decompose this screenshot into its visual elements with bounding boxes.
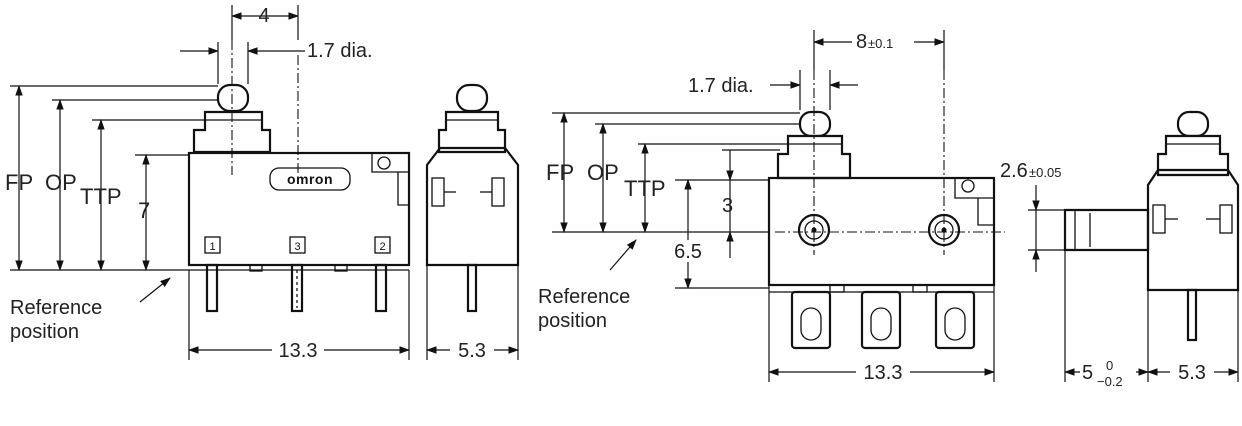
omron-brand-text: omron (287, 171, 333, 187)
right-front-view (767, 70, 1005, 350)
left-side-view: 5.3 (425, 83, 520, 362)
dim-3-label: 3 (722, 195, 733, 217)
right-dim-dia-label: 1.7 dia. (688, 75, 754, 97)
pin-3-label: 3 (294, 241, 300, 253)
reference-label-line1: Reference (10, 297, 102, 319)
fp-label: FP (5, 170, 33, 195)
left-front-view: omron 1 3 2 (187, 40, 411, 313)
dim-5-tol-up: 0 (1106, 358, 1113, 373)
right-op-label: OP (587, 160, 619, 185)
dim-5-tol-down: −0.2 (1097, 374, 1123, 389)
pin-1-label: 1 (209, 241, 215, 253)
right-fp-label: FP (546, 160, 574, 185)
pin-2-label: 2 (379, 241, 385, 253)
op-label: OP (45, 170, 77, 195)
dim-4-label: 4 (258, 5, 269, 27)
dim-7-label: 7 (138, 198, 150, 223)
dim-8-label: 8 (856, 31, 867, 53)
dim-2-6-label: 2.6 (1000, 160, 1028, 182)
right-reference-line1: Reference (538, 286, 630, 308)
ttp-label: TTP (80, 184, 122, 209)
omron-logo (269, 167, 351, 191)
width-13-3-label: 13.3 (279, 340, 318, 362)
right-ttp-label: TTP (624, 176, 666, 201)
left-dimensions: 4 1.7 dia. FP OP TTP 7 Reference positio… (5, 5, 411, 362)
right-dimensions: 8 ±0.1 1.7 dia. FP OP TTP 3 6.5 (538, 30, 996, 384)
dim-dia-label: 1.7 dia. (307, 40, 373, 62)
right-reference-line2: position (538, 310, 607, 332)
reference-label-line2: position (10, 321, 79, 343)
side-width-label: 5.3 (458, 340, 486, 362)
right-side-width-label: 5.3 (1178, 362, 1206, 384)
dim-2-6-tol: ±0.05 (1029, 165, 1061, 180)
dim-8-tol: ±0.1 (868, 36, 893, 51)
right-side-view: 2.6 ±0.05 5 0 −0.2 5.3 (1000, 110, 1240, 389)
dim-6-5-label: 6.5 (674, 241, 702, 263)
right-width-13-3-label: 13.3 (864, 362, 903, 384)
dim-5-label: 5 (1082, 362, 1093, 384)
